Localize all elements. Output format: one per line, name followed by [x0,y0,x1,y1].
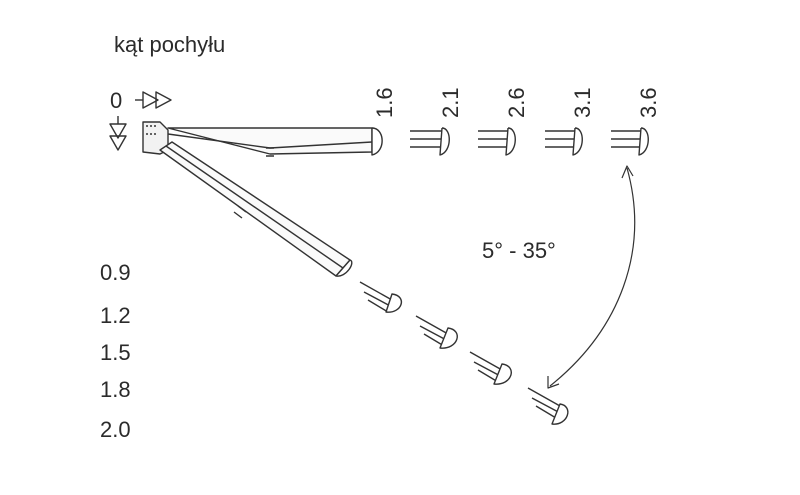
wall-bracket [142,121,169,155]
inclined-segment-4 [527,387,569,425]
horizontal-value-1: 1.6 [372,87,397,118]
double-arrow-right-icon [135,91,172,109]
double-arrow-down-icon [109,116,127,151]
profile-segment-4 [611,127,649,156]
zero-label: 0 [110,88,123,113]
inclined-segment-1 [359,281,403,313]
vertical-value-5: 2.0 [100,417,131,442]
horizontal-value-3: 2.6 [504,87,529,118]
angle-range-label: 5° - 35° [482,238,556,263]
profile-segment-3 [545,127,583,156]
angle-arc [547,165,636,389]
diagram-title: kąt pochyłu [114,32,226,57]
profile-segment-2 [478,127,516,156]
vertical-value-1: 0.9 [100,260,131,285]
horizontal-value-5: 3.6 [636,87,661,118]
vertical-value-4: 1.8 [100,377,131,402]
vertical-value-3: 1.5 [100,340,131,365]
vertical-value-2: 1.2 [100,303,131,328]
arm-inclined [159,141,353,277]
arm-horizontal [167,127,383,157]
profile-segment-1 [410,127,450,156]
inclined-segment-2 [415,315,458,349]
horizontal-value-2: 2.1 [438,87,463,118]
horizontal-value-4: 3.1 [570,87,595,118]
inclined-segment-3 [469,351,512,385]
